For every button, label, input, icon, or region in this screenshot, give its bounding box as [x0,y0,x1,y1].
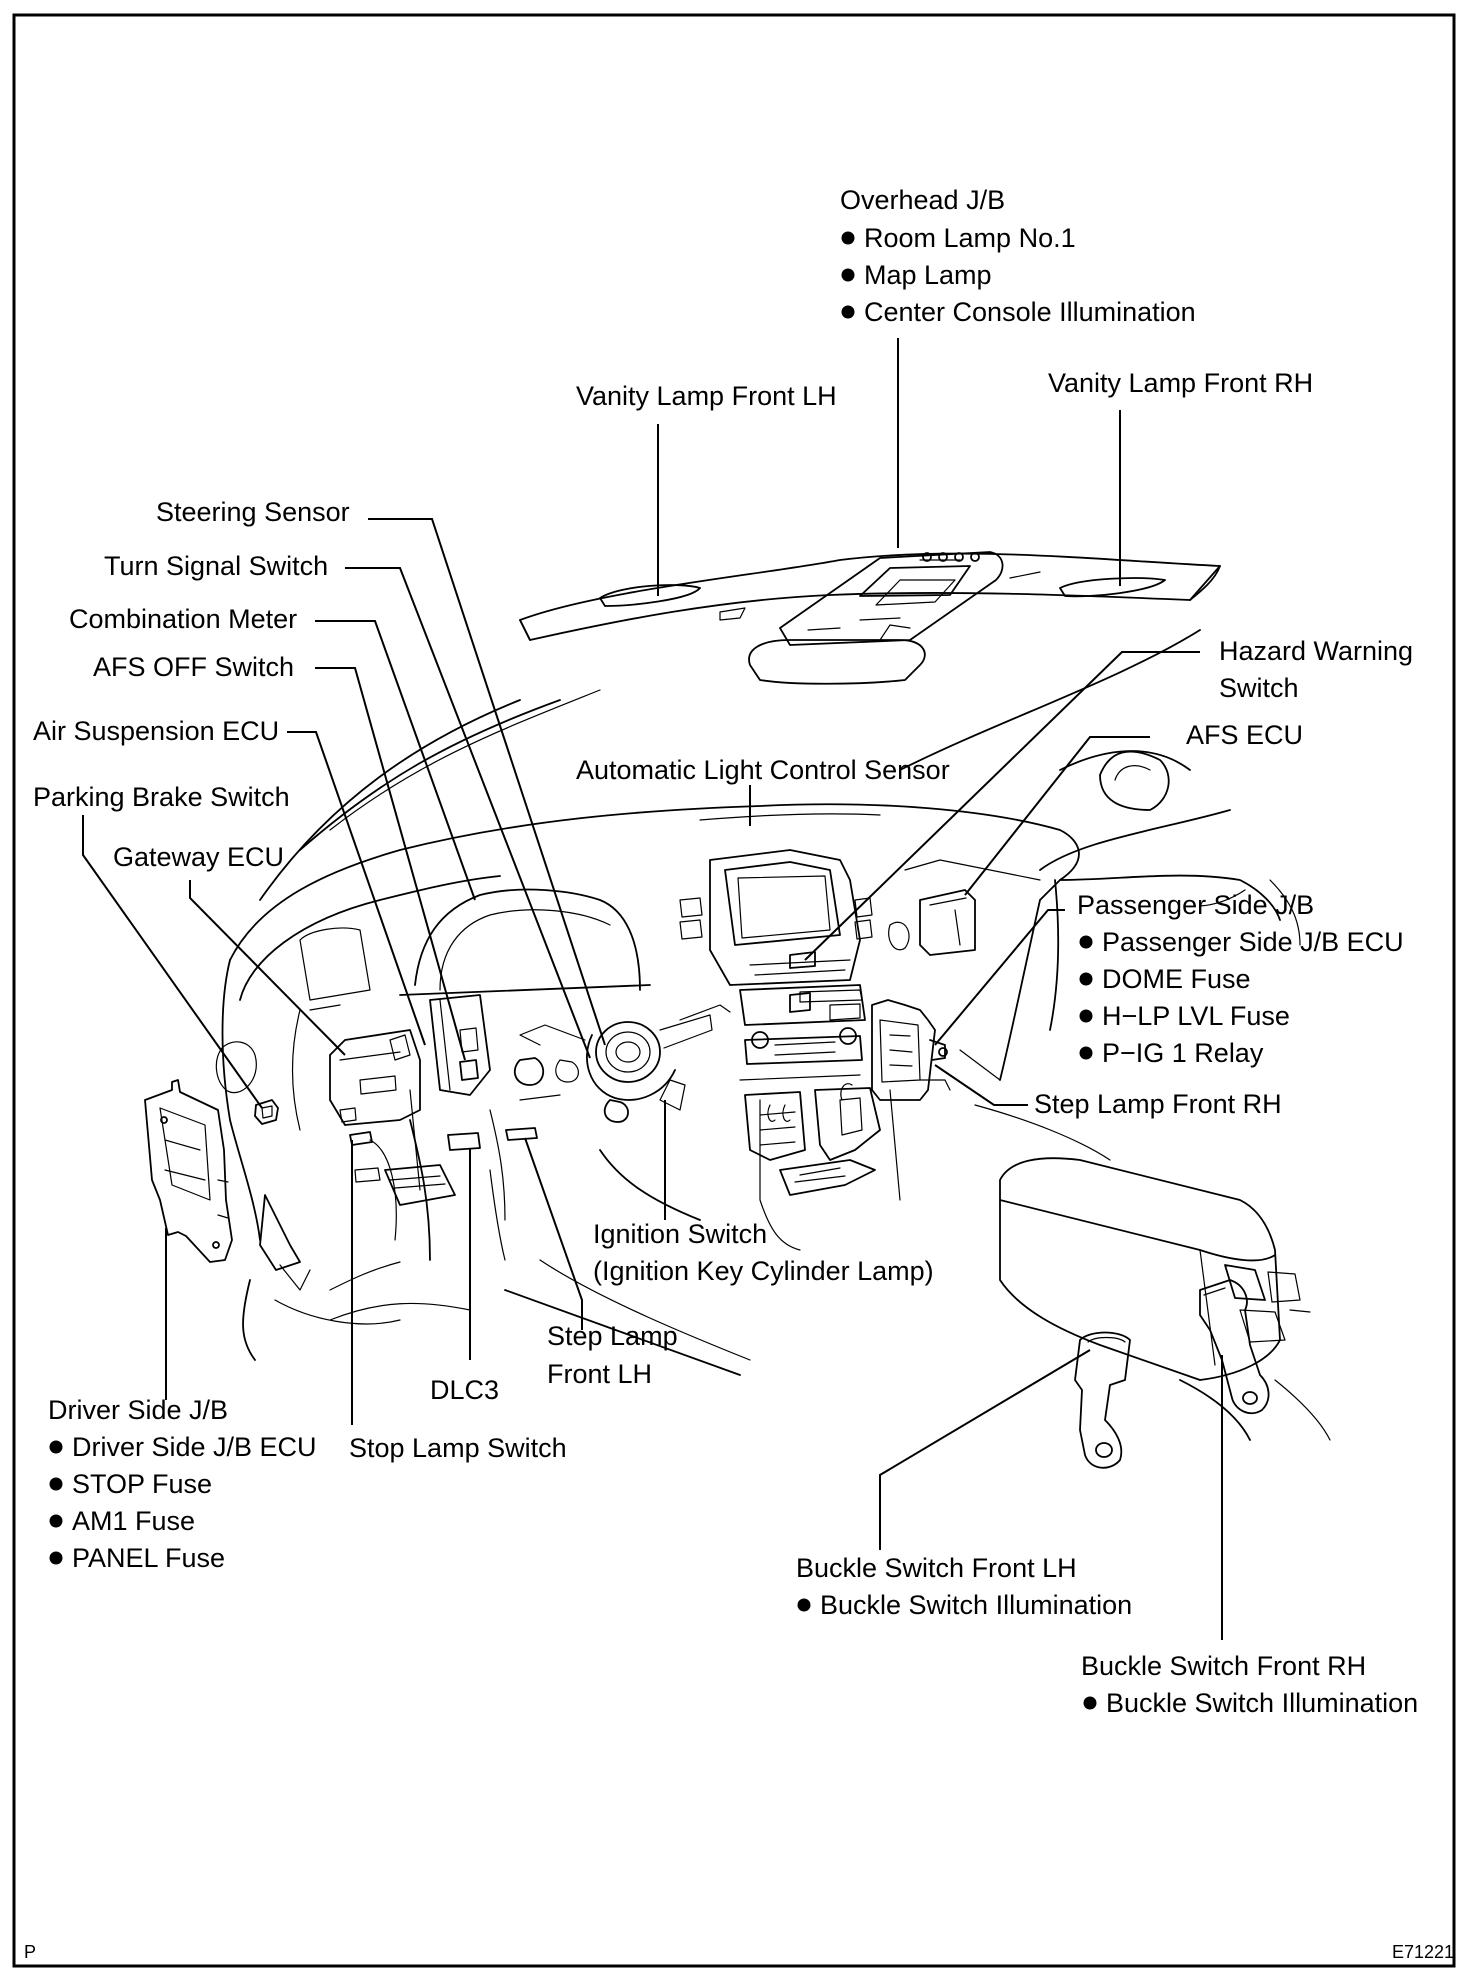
bullet-icon [1079,972,1093,986]
passenger-side-jb-item: H−LP LVL Fuse [1102,1001,1290,1031]
step-lamp-front-lh-drawing [505,1127,538,1141]
combination-meter-label: Combination Meter [69,604,297,634]
pedals-drawing [259,1089,506,1291]
floor-lines-drawing [329,1149,751,1376]
overhead-jb-callout: Overhead J/B Room Lamp No.1 Map Lamp Cen… [840,185,1196,327]
dlc3-drawing [447,1132,481,1151]
buckle-switch-front-rh-callout: Buckle Switch Front RH Buckle Switch Ill… [1081,1651,1418,1718]
hazard-switch-drawing [789,951,816,969]
windshield-drawing [259,629,1231,901]
driver-side-jb-item: PANEL Fuse [72,1543,225,1573]
bullet-icon [1079,1046,1093,1060]
overhead-jb-item: Room Lamp No.1 [864,223,1076,253]
steering-column-drawing [513,1004,731,1123]
bullet-icon [797,1598,811,1612]
vehicle-interior-drawing [144,551,1331,1469]
vanity-lamp-front-rh-label: Vanity Lamp Front RH [1048,368,1313,398]
air-suspension-ecu-label: Air Suspension ECU [33,716,279,746]
bullet-icon [1079,1009,1093,1023]
overhead-jb-item: Center Console Illumination [864,297,1196,327]
bullet-icon [1079,935,1093,949]
leader-afs-off-switch [315,667,466,1061]
hazard-warning-switch-label-line2: Switch [1219,673,1299,703]
leader-passenger-side-jb [934,909,1065,1046]
passenger-side-jb-item: DOME Fuse [1102,964,1251,994]
overhead-jb-item: Map Lamp [864,260,992,290]
dlc3-label: DLC3 [430,1375,499,1405]
left-dash-panel-drawing [299,927,506,1261]
step-lamp-front-lh-label-line2: Front LH [547,1359,652,1389]
parking-brake-switch-drawing [254,1099,279,1125]
dashboard-drawing [215,803,1080,1361]
ignition-switch-label-line2: (Ignition Key Cylinder Lamp) [593,1256,934,1286]
parking-brake-switch-label: Parking Brake Switch [33,782,290,812]
leader-parking-brake-switch [82,815,263,1109]
ignition-switch-label: Ignition Switch [593,1219,767,1249]
overhead-jb-title: Overhead J/B [840,185,1005,215]
driver-side-jb-item: STOP Fuse [72,1469,212,1499]
bullet-icon [841,305,855,319]
automatic-light-control-sensor-label: Automatic Light Control Sensor [576,755,950,785]
buckle-switch-front-rh-item: Buckle Switch Illumination [1106,1688,1418,1718]
step-lamp-front-lh-label: Step Lamp [547,1321,678,1351]
corner-code: P [24,1942,36,1962]
hazard-warning-switch-label: Hazard Warning [1219,636,1413,666]
buckle-front-lh-drawing [1074,1331,1131,1469]
right-door-drawing [974,874,1301,1161]
bullet-icon [49,1514,63,1528]
buckle-switch-front-lh-title: Buckle Switch Front LH [796,1553,1077,1583]
steering-sensor-label: Steering Sensor [156,497,350,527]
labels: Overhead J/B Room Lamp No.1 Map Lamp Cen… [24,185,1454,1962]
buckle-switch-front-lh-item: Buckle Switch Illumination [820,1590,1132,1620]
leader-steering-sensor [368,518,606,1046]
figure-code: E71221 [1392,1942,1454,1962]
passenger-side-jb-drawing [871,999,951,1101]
driver-side-jb-item: Driver Side J/B ECU [72,1432,317,1462]
gateway-ecu-label: Gateway ECU [113,842,284,872]
passenger-side-jb-callout: Passenger Side J/B Passenger Side J/B EC… [1077,890,1404,1068]
leader-gateway-ecu [189,880,346,1056]
driver-side-jb-item: AM1 Fuse [72,1506,195,1536]
buckle-front-rh-drawing [1199,1279,1270,1415]
headliner-drawing [519,551,1221,685]
buckle-switch-front-rh-title: Buckle Switch Front RH [1081,1651,1366,1681]
passenger-side-jb-title: Passenger Side J/B [1077,890,1314,920]
leader-combination-meter [315,620,476,901]
driver-side-jb-drawing [144,1079,233,1263]
vanity-lamp-front-lh-label: Vanity Lamp Front LH [576,381,837,411]
leader-hazard-warning-switch [804,651,1200,961]
leader-lines [82,338,1223,1640]
passenger-side-jb-item: P−IG 1 Relay [1102,1038,1264,1068]
leader-step-lamp-front-rh [934,1064,1028,1106]
bullet-icon [841,268,855,282]
leader-air-suspension-ecu [287,731,426,1046]
leader-step-lamp-front-lh [524,1137,583,1330]
bullet-icon [49,1440,63,1454]
step-lamp-front-rh-label: Step Lamp Front RH [1034,1089,1282,1119]
driver-side-jb-callout: Driver Side J/B Driver Side J/B ECU STOP… [48,1395,317,1573]
bullet-icon [1083,1696,1097,1710]
leader-afs-ecu [964,736,1150,896]
meter-hood-drawing [399,888,651,996]
leader-turn-signal-switch [345,567,591,1059]
afs-ecu-label: AFS ECU [1186,720,1303,750]
passenger-side-jb-item: Passenger Side J/B ECU [1102,927,1404,957]
figure-frame [12,13,1456,1968]
leader-buckle-front-lh [879,1349,1091,1550]
buckle-switch-front-lh-callout: Buckle Switch Front LH Buckle Switch Ill… [796,1553,1132,1620]
bullet-icon [49,1477,63,1491]
bullet-icon [49,1551,63,1565]
afs-off-switch-label: AFS OFF Switch [93,652,294,682]
bullet-icon [841,231,855,245]
afs-ecu-drawing [919,889,976,956]
driver-side-jb-title: Driver Side J/B [48,1395,228,1425]
stop-lamp-switch-label: Stop Lamp Switch [349,1433,567,1463]
center-armrest-drawing [999,1157,1331,1441]
center-stack-drawing [679,849,910,1251]
turn-signal-switch-label: Turn Signal Switch [104,551,328,581]
